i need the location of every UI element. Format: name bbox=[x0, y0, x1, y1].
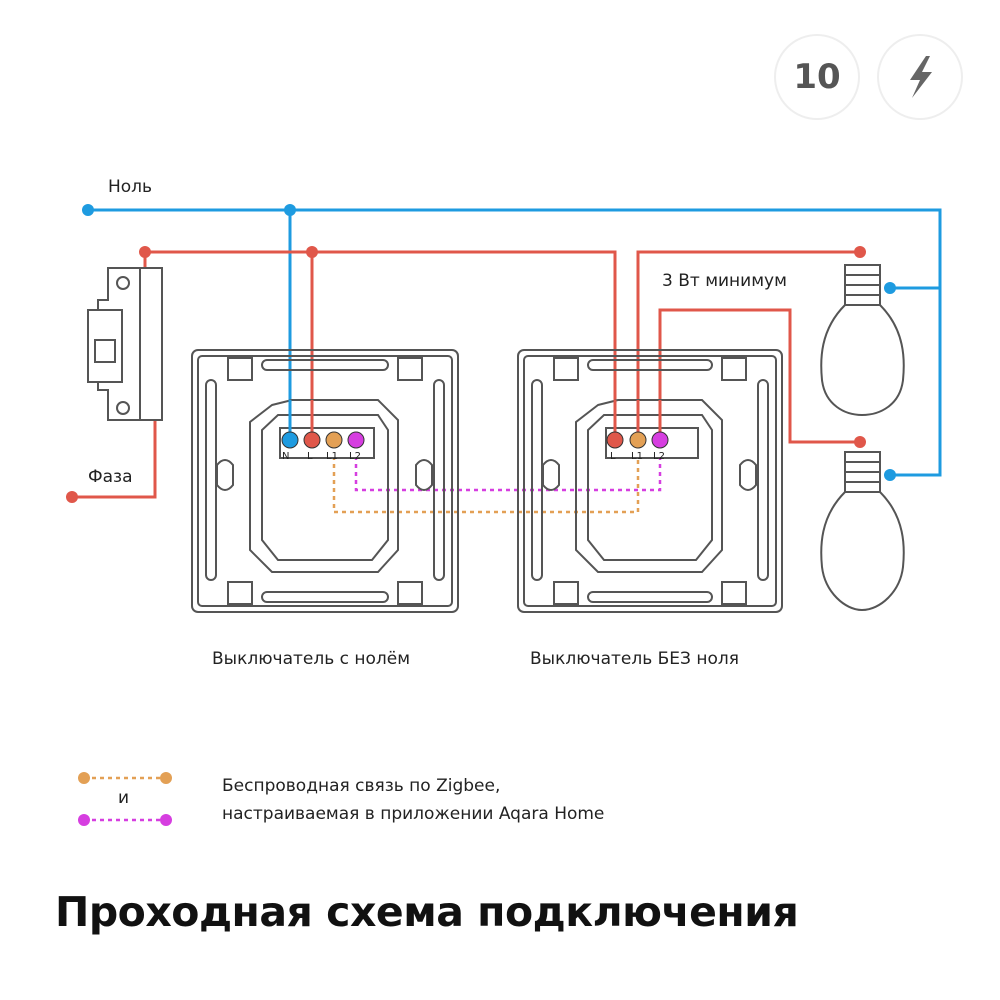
switch-with-neutral bbox=[191, 349, 459, 613]
count-badge: 10 bbox=[774, 34, 860, 120]
neutral-label: Ноль bbox=[108, 177, 153, 197]
phase-wire bbox=[72, 250, 617, 499]
terminal-label: L2 bbox=[653, 451, 665, 462]
terminal-label: L bbox=[307, 451, 313, 462]
wire-dots bbox=[66, 204, 896, 503]
lamp-bottom bbox=[820, 451, 905, 612]
terminal-label: L1 bbox=[326, 451, 338, 462]
legend-line2: настраиваемая в приложении Aqara Home bbox=[222, 804, 605, 824]
lightning-icon bbox=[910, 56, 932, 98]
lightning-badge bbox=[877, 34, 963, 120]
l1-load-wire bbox=[636, 250, 860, 440]
legend-lines bbox=[78, 772, 172, 826]
terminal-label: N bbox=[282, 451, 290, 462]
switch1-caption: Выключатель с нолём bbox=[212, 649, 411, 669]
terminals bbox=[281, 431, 669, 449]
phase-label: Фаза bbox=[88, 467, 133, 487]
l2-load-wire bbox=[658, 308, 860, 444]
zigbee-link-l1 bbox=[332, 448, 640, 514]
terminal-label: L bbox=[610, 451, 616, 462]
min-load-label: 3 Вт минимум bbox=[662, 271, 787, 291]
terminal-label: L2 bbox=[349, 451, 361, 462]
zigbee-link-l2 bbox=[354, 448, 662, 492]
circuit-breaker bbox=[87, 267, 163, 421]
legend-and: и bbox=[118, 788, 130, 808]
switch2-caption: Выключатель БЕЗ ноля bbox=[530, 649, 739, 669]
switch-without-neutral bbox=[517, 349, 783, 613]
page-title: Проходная схема подключения bbox=[55, 888, 799, 936]
terminal-label: L1 bbox=[631, 451, 643, 462]
lamp-top bbox=[820, 264, 905, 417]
count-badge-text: 10 bbox=[793, 57, 841, 97]
legend-line1: Беспроводная связь по Zigbee, bbox=[222, 776, 501, 796]
